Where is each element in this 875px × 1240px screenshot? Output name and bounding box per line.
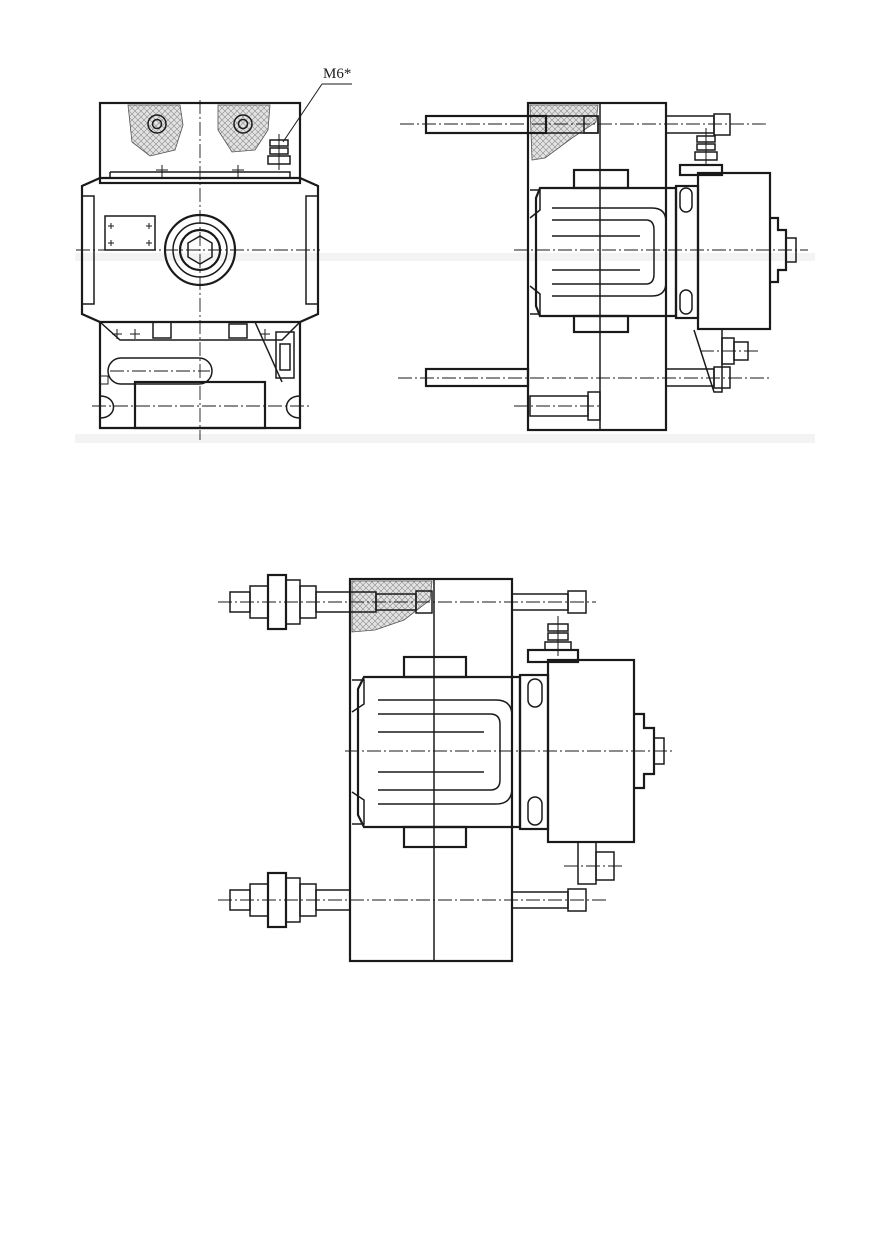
lower-m6-stud xyxy=(544,616,572,656)
m6-leader-line xyxy=(282,83,323,143)
front-nameplate xyxy=(104,215,156,251)
lower-hatch xyxy=(351,580,433,633)
side-upper-nut xyxy=(713,113,731,136)
front-m6-stud xyxy=(267,134,291,170)
side-motor xyxy=(696,171,772,331)
side-gearbox-body xyxy=(534,186,678,318)
lower-mounting-plate xyxy=(348,577,514,963)
front-view: M6* xyxy=(76,66,352,440)
front-bolt-hole-right xyxy=(233,114,253,134)
m6-thread-label: M6* xyxy=(323,66,351,82)
side-lower-rod xyxy=(424,367,530,388)
front-sight-glass xyxy=(275,331,295,379)
front-bolt-hole-left xyxy=(147,114,167,134)
scan-band-bottom xyxy=(75,434,815,443)
side-view xyxy=(398,101,808,432)
side-m6-stud xyxy=(694,128,718,166)
lower-view xyxy=(218,573,672,963)
front-hatch-left xyxy=(127,104,184,157)
scan-band-top xyxy=(75,253,815,261)
front-drain-plug xyxy=(152,321,172,339)
front-slot xyxy=(107,357,213,385)
